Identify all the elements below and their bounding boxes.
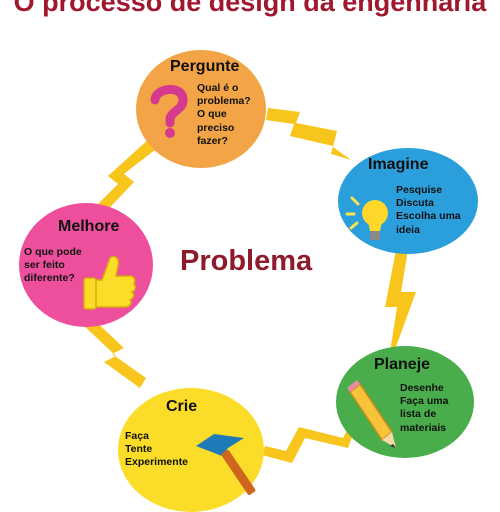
text-line: Faça uma <box>400 395 449 408</box>
pencil-icon <box>347 380 396 448</box>
engineering-design-cycle: O processo de design da engenharia Probl… <box>13 0 487 512</box>
step-imagine-text: Pesquise Discuta Escolha uma ideia <box>396 184 461 237</box>
text-line: materiais <box>400 421 447 434</box>
hammer-icon <box>196 434 256 495</box>
text-line: problema? <box>197 95 251 108</box>
text-line: Experimente <box>125 456 189 469</box>
text-line: Escolha uma <box>396 210 461 223</box>
text-line: ideia <box>396 223 420 236</box>
text-line: Faça <box>125 430 149 442</box>
text-line: lista de <box>400 408 437 421</box>
lightning-connector-imagine-planeje <box>385 250 416 352</box>
step-crie-text: Faça Tente Experimente <box>125 430 188 470</box>
center-label: Problema <box>180 245 313 277</box>
lightning-connector-crie-melhore <box>80 316 146 388</box>
text-line: preciso <box>197 121 235 134</box>
text-line: Qual é o <box>197 82 239 94</box>
text-line: diferente? <box>24 272 75 285</box>
text-line: fazer? <box>197 134 228 147</box>
text-line: O que pode <box>24 246 82 258</box>
lightbulb-icon <box>345 196 388 240</box>
step-pergunte <box>136 50 266 168</box>
text-line: Desenhe <box>400 382 444 394</box>
text-line: Pesquise <box>396 184 443 196</box>
step-imagine <box>338 148 478 254</box>
step-crie-title: Crie <box>166 398 198 415</box>
text-line: ser feito <box>24 259 65 272</box>
question-mark-icon <box>150 85 188 138</box>
text-line: Tente <box>125 443 153 456</box>
page-title: O processo de design da engenharia <box>13 0 487 17</box>
step-planeje-title: Planeje <box>374 356 431 373</box>
step-planeje-text: Desenhe Faça uma lista de materiais <box>400 382 448 435</box>
lightning-connector-planeje-crie <box>262 419 357 463</box>
lightning-connector-melhore-pergunte <box>90 138 160 220</box>
step-imagine-title: Imagine <box>368 156 429 173</box>
connectors <box>80 108 416 463</box>
step-pergunte-title: Pergunte <box>170 58 240 75</box>
text-line: Discuta <box>396 197 434 210</box>
step-melhore-text: O que pode ser feito diferente? <box>24 246 82 286</box>
step-pergunte-text: Qual é o problema? O que preciso fazer? <box>197 82 251 148</box>
thumbs-up-icon <box>83 255 136 310</box>
lightning-connector-pergunte-imagine <box>266 108 351 160</box>
step-crie <box>118 388 264 512</box>
text-line: O que <box>197 108 227 121</box>
step-melhore-title: Melhore <box>58 218 120 235</box>
